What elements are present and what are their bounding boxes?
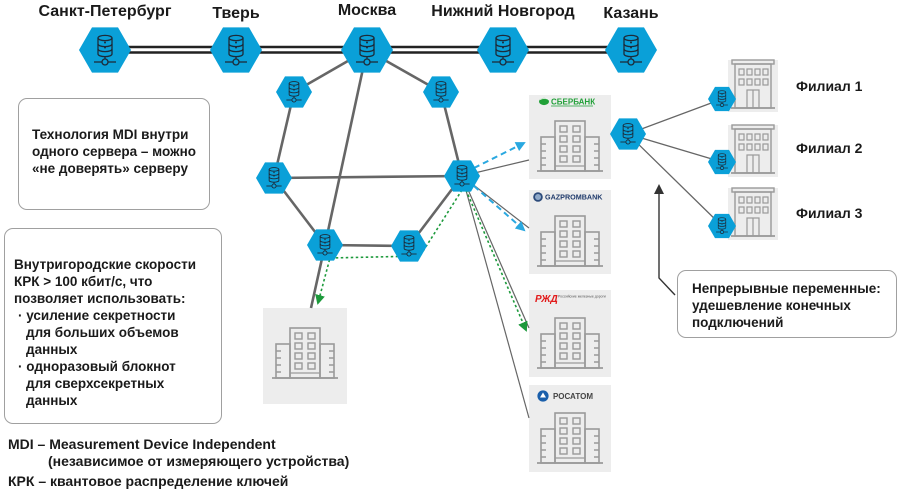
server-node-branch-1[interactable]	[708, 86, 736, 112]
city-label-saint-petersburg: Санкт-Петербург	[38, 3, 172, 20]
org-links	[461, 159, 530, 419]
legend-mdi: MDI – Measurement Device Independent	[8, 436, 276, 452]
hexagon-node-shape	[708, 213, 736, 239]
branch-label-3: Филиал 3	[796, 205, 863, 221]
server-node-branch-3[interactable]	[708, 213, 736, 239]
svg-text:РОСАТОМ: РОСАТОМ	[553, 392, 593, 401]
svg-text:РЖД: РЖД	[535, 294, 558, 305]
hexagon-node-shape	[391, 230, 427, 262]
building-tiles	[263, 59, 778, 472]
hexagon-node-shape	[341, 27, 393, 73]
hexagon-node-shape	[307, 229, 343, 261]
cv-info-text: Непрерывные переменные: удешевление коне…	[692, 281, 881, 330]
server-node-moscow-ne[interactable]	[423, 76, 459, 108]
sberbank-logo: СБЕРБАНК	[539, 98, 595, 107]
city-label-moscow: Москва	[337, 2, 397, 19]
rosatom-logo: РОСАТОМ	[537, 390, 593, 402]
building-tile-local	[263, 308, 347, 404]
city-speed-info-box	[4, 228, 222, 424]
rzd-logo: РЖД Российские железные дороги	[535, 294, 606, 305]
server-node-moscow-nw[interactable]	[276, 76, 312, 108]
hexagon-node-shape	[610, 118, 646, 150]
city-label-tver: Тверь	[212, 5, 260, 22]
server-nodes	[79, 27, 736, 262]
server-node-moscow-w[interactable]	[256, 162, 292, 194]
city-arrows	[315, 189, 528, 332]
gazprombank-logo: GAZPROMBANK	[533, 192, 603, 202]
city-label-kazan: Казань	[603, 5, 659, 22]
branch-label-2: Филиал 2	[796, 140, 863, 156]
mdi-info-box	[18, 98, 210, 210]
hexagon-node-shape	[444, 160, 480, 192]
legend-mdi-translation: (независимое от измеряющего устройства)	[48, 453, 350, 469]
server-node-kazan[interactable]	[605, 27, 657, 73]
mdi-info-text: Технология MDI внутри одного сервера – м…	[32, 127, 196, 176]
server-node-saint-petersburg[interactable]	[79, 27, 131, 73]
server-node-moscow[interactable]	[341, 27, 393, 73]
branch-label-1: Филиал 1	[796, 78, 863, 94]
server-node-moscow-s[interactable]	[391, 230, 427, 262]
server-node-nizhny-novgorod[interactable]	[477, 27, 529, 73]
server-node-moscow-sw[interactable]	[307, 229, 343, 261]
svg-text:GAZPROMBANK: GAZPROMBANK	[545, 193, 603, 202]
hexagon-node-shape	[477, 27, 529, 73]
server-node-moscow-e[interactable]	[444, 160, 480, 192]
branch-links	[627, 98, 723, 227]
city-label-nizhny-novgorod: Нижний Новгород	[431, 3, 575, 20]
cv-info-box	[677, 270, 897, 338]
hexagon-node-shape	[708, 149, 736, 175]
cv-callout-arrow	[654, 184, 676, 296]
hexagon-node-shape	[605, 27, 657, 73]
svg-text:Российские железные дороги: Российские железные дороги	[558, 295, 606, 299]
hexagon-node-shape	[256, 162, 292, 194]
server-node-branch-2[interactable]	[708, 149, 736, 175]
hexagon-node-shape	[708, 86, 736, 112]
server-node-tver[interactable]	[210, 27, 262, 73]
legend-krk: КРК – квантовое распределение ключей	[8, 473, 289, 489]
city-speed-info-text: Внутригородские скорости КРК > 100 кбит/…	[14, 257, 197, 408]
hexagon-node-shape	[276, 76, 312, 108]
svg-text:СБЕРБАНК: СБЕРБАНК	[551, 98, 595, 107]
hexagon-node-shape	[210, 27, 262, 73]
hexagon-node-shape	[423, 76, 459, 108]
server-node-branch-hub[interactable]	[610, 118, 646, 150]
hexagon-node-shape	[79, 27, 131, 73]
mdi-arrows	[473, 142, 526, 232]
